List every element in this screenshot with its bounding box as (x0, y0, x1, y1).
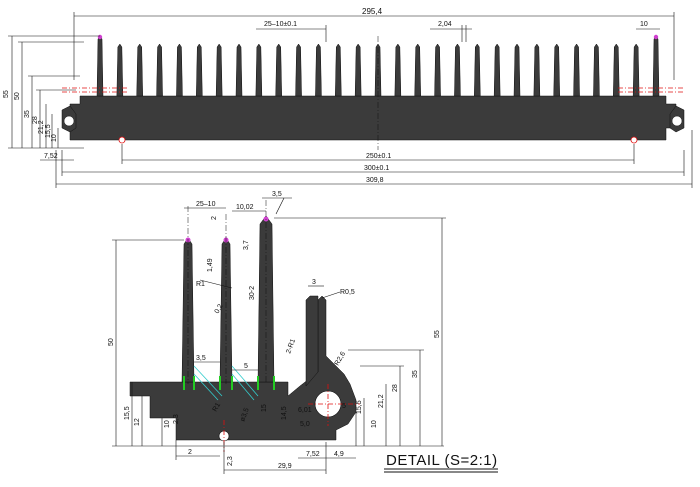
dim-span-300: 300±0.1 (364, 165, 389, 172)
fin (315, 43, 322, 97)
fin-array (96, 34, 660, 97)
fin (414, 43, 421, 97)
detail-dim-10-02: 10,02 (236, 204, 254, 211)
detail-dim-2: 2 (211, 216, 218, 220)
detail-dim-30-2: 30-2 (249, 286, 256, 300)
fin (613, 43, 620, 97)
fin (156, 43, 163, 97)
dim-fin-thickness: 2,04 (438, 21, 452, 28)
dim-height-35: 35 (24, 110, 31, 118)
detail-r1-small: R1 (212, 402, 223, 413)
fin (196, 43, 203, 97)
top-view: 295,4 25–10±0.1 2,04 10 55 50 35 28 21,2… (3, 7, 693, 188)
fin (513, 43, 521, 97)
detail-bottom-7-52: 7,52 (306, 451, 320, 458)
detail-height-10: 10 (371, 420, 378, 428)
dim-total-height: 55 (3, 90, 10, 98)
detail-rib (305, 295, 319, 387)
fin (632, 43, 640, 97)
detail-height-21-2: 21,2 (378, 394, 385, 408)
detail-dim-1-49: 1,49 (207, 258, 214, 272)
detail-hole-dia: ø3,5 (239, 407, 250, 423)
dim-height-10: 10 (51, 134, 58, 142)
fin (176, 43, 183, 97)
fin (275, 43, 282, 97)
mount-hole-right (630, 136, 638, 144)
dim-height-28: 28 (32, 116, 39, 124)
detail-height-15-5: 15,5 (356, 400, 363, 414)
detail-height-28: 28 (392, 384, 399, 392)
detail-dim-5-0: 5,0 (300, 421, 310, 428)
detail-bottom-4-9: 4,9 (334, 451, 344, 458)
dim-height-50: 50 (14, 92, 21, 100)
detail-dim-6-01: 6,01 (298, 407, 312, 414)
dim-height-15-5: 15,5 (45, 124, 52, 138)
detail-height-35: 35 (412, 370, 419, 378)
detail-2-r1: 2-R1 (285, 338, 297, 355)
detail-dim-12: 12 (134, 418, 141, 426)
fin (96, 35, 104, 97)
dim-height-21-2: 21,2 (38, 120, 45, 134)
detail-r0-5: R0,5 (340, 289, 355, 296)
detail-view: 25–10 10,02 3,5 2 1,49 3,7 R1 0,2 30-2 3… (108, 191, 446, 474)
fin (354, 43, 362, 97)
detail-height-55: 55 (434, 330, 441, 338)
detail-pitch: 25–10 (196, 201, 216, 208)
detail-dim-3-7: 3,7 (243, 240, 250, 250)
detail-dim-3-5: 3,5 (196, 355, 206, 362)
mount-hole-left (118, 136, 126, 144)
detail-dim-5: 5 (244, 363, 248, 370)
dim-overall-width-bottom: 309,8 (366, 177, 384, 184)
fin (215, 43, 223, 97)
detail-height-50: 50 (108, 338, 115, 346)
fin (335, 43, 342, 97)
fin (593, 43, 600, 97)
detail-dim-15-5-left: 15,5 (124, 406, 131, 420)
dim-edge-offset-top: 10 (640, 21, 648, 28)
detail-r02: 0,2 (214, 303, 225, 315)
fin (394, 43, 402, 97)
fin (573, 43, 580, 97)
fin (493, 43, 501, 97)
dim-overall-width-top: 295,4 (362, 7, 383, 16)
detail-r1: R1 (196, 281, 205, 288)
detail-bottom-2: 2 (188, 449, 192, 456)
detail-dim-15: 15 (261, 404, 268, 412)
fin (295, 43, 302, 97)
dim-fin-pitch: 25–10±0.1 (264, 21, 297, 28)
dim-hole-spacing: 250±0.1 (366, 153, 391, 160)
detail-dim-5-bore: 5 (342, 403, 346, 410)
fin (136, 43, 143, 97)
detail-dim-10-left: 10 (164, 420, 171, 428)
fin (474, 43, 481, 97)
fin (116, 43, 124, 97)
dim-edge-offset-bottom: 7,52 (44, 153, 58, 160)
fin (454, 43, 461, 97)
fin (533, 43, 541, 97)
detail-dim-3-5-top: 3,5 (272, 191, 282, 198)
fin-tip-marker (653, 34, 659, 40)
fin (652, 35, 660, 97)
detail-dim-2-3: 2,3 (173, 414, 180, 424)
heatsink-base (69, 95, 677, 141)
fin-tip-marker (97, 34, 103, 40)
detail-caption: DETAIL (S=2:1) (386, 452, 498, 469)
fin (434, 43, 441, 97)
detail-dim-14-5: 14,5 (281, 406, 288, 420)
fin (255, 43, 263, 97)
detail-bottom-2-3: 2,3 (227, 456, 234, 466)
fin (553, 43, 560, 97)
detail-bottom-29-9: 29,9 (278, 463, 292, 470)
detail-dim-3: 3 (312, 279, 316, 286)
fin (235, 43, 243, 97)
